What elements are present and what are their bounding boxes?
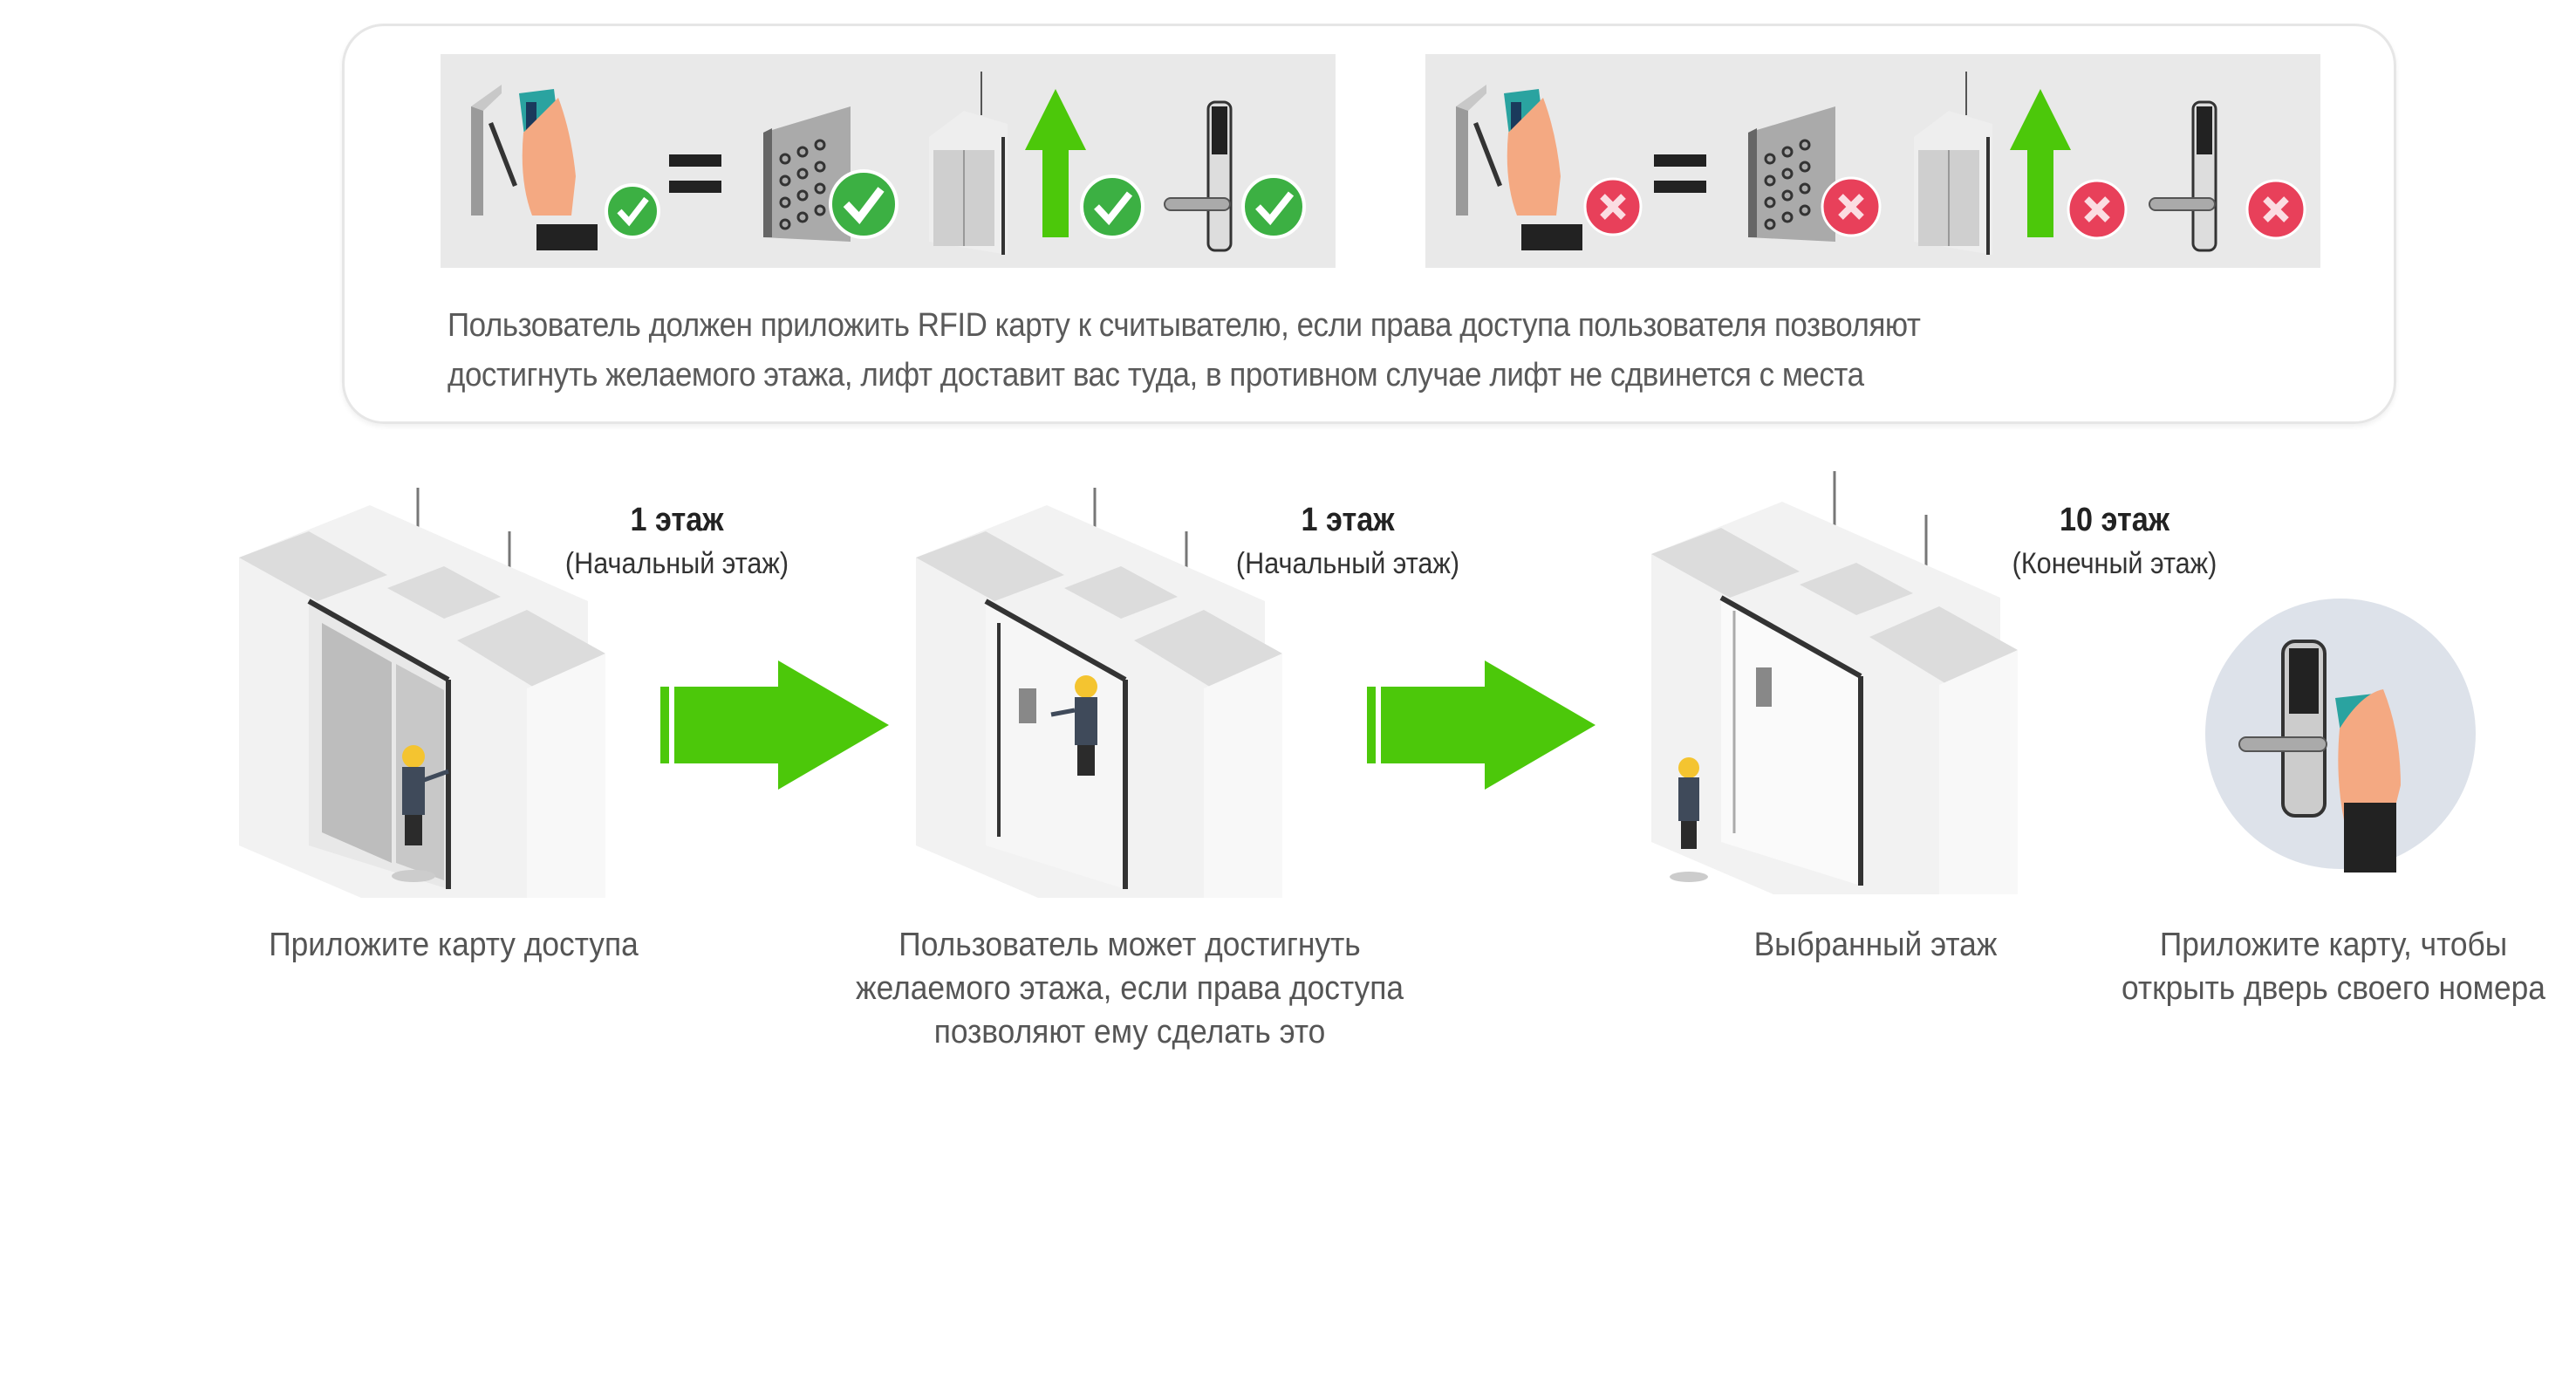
check-icon xyxy=(829,169,899,239)
door-lock-icon xyxy=(2149,100,2217,252)
access-denied-panel xyxy=(1425,54,2320,268)
equals-icon xyxy=(1654,154,1706,193)
step-caption-3: Выбранный этаж xyxy=(1721,923,2029,967)
caption-line: Приложите карту доступа xyxy=(269,927,639,963)
caption-line: позволяют ему сделать это xyxy=(933,1014,1326,1050)
hand-card-reader-icon xyxy=(1456,85,1582,250)
access-granted-panel xyxy=(441,54,1336,268)
cross-icon xyxy=(1821,176,1882,237)
door-lock-icon xyxy=(1164,100,1233,252)
caption-line: Выбранный этаж xyxy=(1753,927,1998,963)
elevator-illustration-2 xyxy=(916,488,1282,898)
elevator-icon xyxy=(929,72,1008,255)
access-denied-illustration xyxy=(1456,72,2306,255)
check-icon xyxy=(1241,174,1306,239)
cross-icon xyxy=(1583,177,1643,236)
caption-line: открыть дверь своего номера xyxy=(2122,970,2545,1007)
step-caption-2: Пользователь может достигнуть желаемого … xyxy=(810,923,1451,1054)
elevator-illustration-3 xyxy=(1651,471,2018,894)
caption-line: желаемого этажа, если права доступа xyxy=(855,970,1404,1007)
floor-subtitle-2: (Начальный этаж) xyxy=(1235,547,1460,580)
step-caption-1: Приложите карту доступа xyxy=(218,923,688,967)
arrow-right-icon xyxy=(1367,660,1595,790)
description-line-2: достигнуть желаемого этажа, лифт достави… xyxy=(448,357,1864,393)
up-arrow-icon xyxy=(2010,89,2071,237)
caption-line: Пользователь может достигнуть xyxy=(899,927,1361,963)
keypad-icon xyxy=(763,106,851,242)
step-caption-4: Приложите карту, чтобы открыть дверь сво… xyxy=(2078,923,2576,1010)
hand-card-reader-icon xyxy=(471,85,598,250)
description-line-1: Пользователь должен приложить RFID карту… xyxy=(448,307,1921,344)
door-lock-card-illustration xyxy=(2205,599,2476,872)
keypad-icon xyxy=(1748,106,1835,242)
floor-subtitle-1: (Начальный этаж) xyxy=(564,547,789,580)
up-arrow-icon xyxy=(1025,89,1086,237)
floor-subtitle-3: (Конечный этаж) xyxy=(2012,547,2217,580)
cross-icon xyxy=(2245,179,2306,240)
caption-line: Приложите карту, чтобы xyxy=(2159,927,2508,963)
person-icon xyxy=(1050,675,1097,776)
person-icon xyxy=(392,745,449,882)
floor-title-3: 10 этаж xyxy=(2060,502,2169,538)
info-box xyxy=(342,24,2396,424)
equals-icon xyxy=(669,154,721,193)
access-granted-illustration xyxy=(471,72,1306,255)
elevator-illustration-1 xyxy=(239,488,605,898)
arrow-right-icon xyxy=(660,660,889,790)
floor-title-2: 1 этаж xyxy=(1301,502,1395,538)
floor-title-1: 1 этаж xyxy=(630,502,724,538)
person-icon xyxy=(1670,757,1708,882)
check-icon xyxy=(605,183,660,239)
cross-icon xyxy=(2067,179,2128,240)
elevator-icon xyxy=(1914,72,1992,255)
check-icon xyxy=(1080,174,1145,239)
